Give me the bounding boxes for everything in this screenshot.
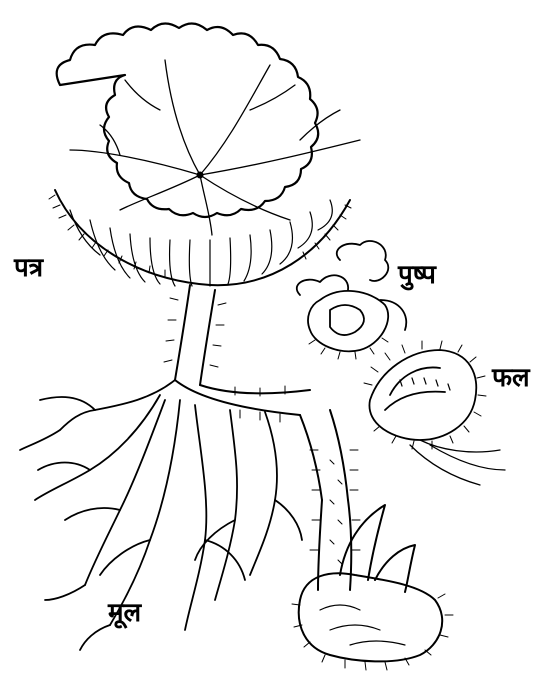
label-root: मूल — [108, 600, 141, 626]
fruit — [364, 341, 505, 485]
label-flower: पुष्प — [398, 262, 436, 288]
label-fruit: फल — [492, 365, 530, 391]
flower — [297, 241, 407, 359]
rhizome-bulb — [292, 505, 453, 670]
leaf-center — [197, 172, 203, 178]
leaf-underside — [55, 190, 350, 285]
roots — [20, 380, 302, 650]
leaf-underside-ribs — [70, 200, 332, 286]
leaf-rim — [57, 23, 319, 217]
label-leaf: पत्र — [14, 255, 43, 281]
leaf — [49, 23, 360, 286]
